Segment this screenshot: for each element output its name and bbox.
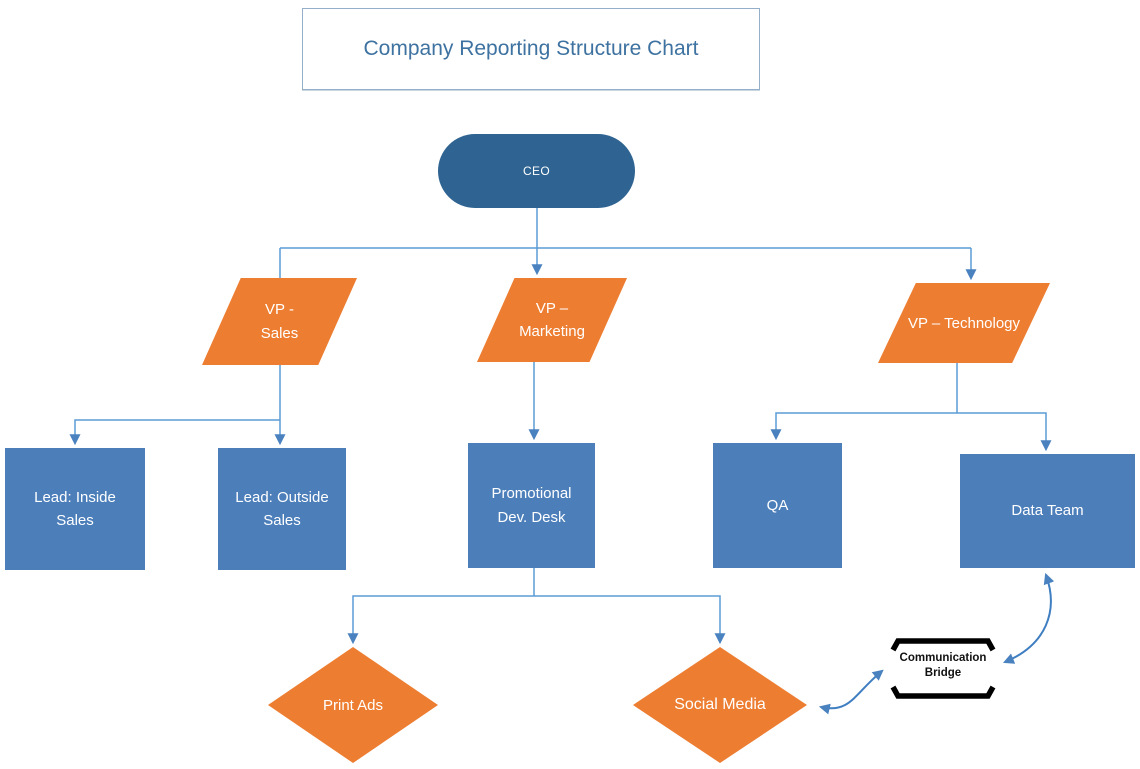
- node-social-media-label: Social Media: [674, 696, 766, 713]
- social-bridge-arrow: [818, 669, 884, 715]
- node-lead-outside-sales-label-line1: Lead: Outside: [235, 488, 329, 506]
- tech-branch-data: [957, 412, 1052, 452]
- bridge-bottom-bracket: [890, 685, 996, 699]
- node-ceo-label: CEO: [523, 164, 550, 178]
- node-promotional-dev-desk-label-line2: Dev. Desk: [497, 508, 566, 526]
- communication-bridge-label: Communication Bridge: [883, 651, 1003, 681]
- chart-title: Company Reporting Structure Chart: [363, 37, 699, 60]
- node-lead-outside-sales: Lead: Outside Sales: [218, 448, 346, 570]
- node-print-ads-label: Print Ads: [322, 696, 384, 714]
- node-vp-sales-label-line1: VP -: [265, 301, 294, 319]
- node-qa-label: QA: [766, 496, 789, 514]
- tech-branch-qa: [770, 412, 957, 441]
- node-vp-marketing-label-line1: VP –: [535, 299, 569, 317]
- node-lead-inside-sales-label-line1: Lead: Inside: [34, 488, 116, 506]
- node-qa: QA: [713, 443, 842, 568]
- node-vp-technology-label: VP – Technology: [907, 314, 1021, 332]
- node-ceo: CEO: [438, 134, 635, 208]
- node-lead-inside-sales: Lead: Inside Sales: [5, 448, 145, 570]
- chart-title-box: Company Reporting Structure Chart: [302, 8, 760, 90]
- node-lead-outside-sales-label-line2: Sales: [263, 512, 301, 529]
- data-bridge-arrow: [1002, 572, 1055, 664]
- promo-branch-print: [347, 595, 534, 645]
- promo-branch-social: [534, 595, 726, 645]
- communication-bridge-label-line1: Communication: [899, 652, 987, 664]
- node-vp-marketing-label-line2: Marketing: [519, 323, 585, 340]
- node-vp-sales-label-line2: Sales: [260, 324, 299, 342]
- bridge-top-bracket: [890, 638, 996, 652]
- node-data-team-label: Data Team: [1011, 502, 1084, 520]
- node-promotional-dev-desk-label-line1: Promotional: [491, 485, 572, 503]
- node-data-team: Data Team: [960, 454, 1135, 568]
- sales-branch-left: [69, 419, 280, 446]
- node-lead-inside-sales-label-line2: Sales: [56, 512, 94, 529]
- node-promotional-dev-desk: Promotional Dev. Desk: [468, 443, 595, 568]
- communication-bridge-label-line2: Bridge: [924, 666, 962, 679]
